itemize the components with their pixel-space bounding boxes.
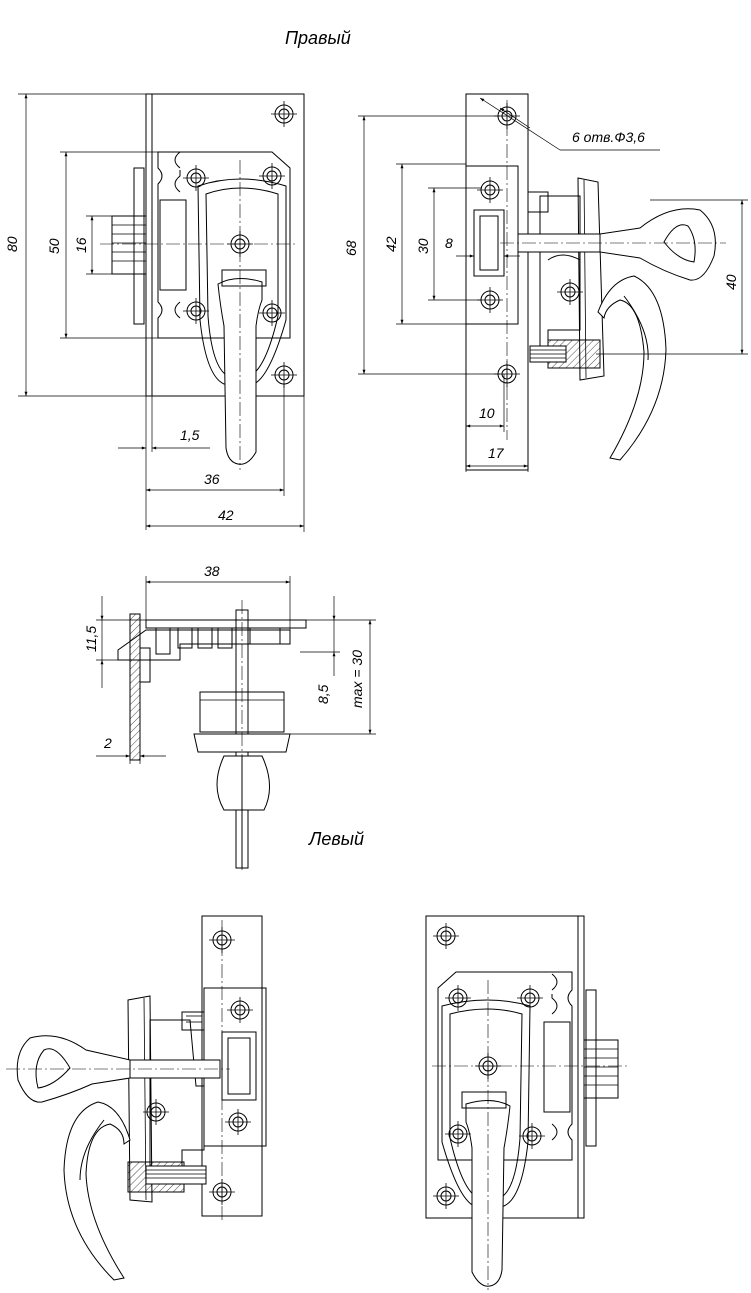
lever-arm	[597, 275, 667, 461]
handle-lever	[465, 1100, 511, 1287]
dim-8: 8	[445, 235, 453, 251]
side-rod	[133, 167, 145, 325]
dim-max-30: max = 30	[349, 650, 365, 708]
dim-40: 40	[723, 274, 739, 290]
dim-1-5: 1,5	[180, 427, 200, 443]
title-left: Левый	[308, 829, 364, 849]
side-rod	[585, 989, 597, 1147]
mount-hole	[270, 100, 298, 128]
dim-17: 17	[488, 445, 505, 461]
mount-hole	[432, 922, 460, 950]
dim-38: 38	[204, 563, 220, 579]
dim-2: 2	[103, 735, 112, 751]
mount-hole	[444, 984, 472, 1012]
latch-body	[437, 971, 573, 1161]
mount-hole	[516, 984, 544, 1012]
lever-arm	[63, 1101, 131, 1281]
mounting-strip	[465, 93, 529, 471]
key-handle	[599, 208, 716, 281]
dim-30: 30	[415, 238, 431, 254]
left-back-view	[6, 915, 267, 1281]
dim-16: 16	[73, 237, 89, 253]
dim-42-v: 42	[383, 236, 399, 252]
mount-hole	[224, 1108, 252, 1136]
mount-hole	[476, 176, 504, 204]
dim-42: 42	[218, 507, 234, 523]
dim-68: 68	[343, 240, 359, 256]
mount-hole	[226, 996, 254, 1024]
dim-8-5: 8,5	[315, 684, 331, 704]
dim-50: 50	[46, 238, 62, 254]
left-front-view	[425, 915, 628, 1290]
latch-body	[157, 151, 291, 339]
dim-80: 80	[4, 236, 20, 252]
right-back-view: 6 отв.Ф3,6 68 42 30 8 40 10 17	[343, 93, 748, 472]
side-view: 38 11,5 8,5 max = 30 2	[83, 563, 376, 870]
striker-slot	[473, 209, 505, 277]
striker-slot	[221, 1031, 257, 1101]
mount-hole	[432, 1182, 460, 1210]
mount-hole	[518, 1122, 546, 1150]
dim-10: 10	[479, 405, 495, 421]
dim-36: 36	[204, 471, 220, 487]
dim-11-5: 11,5	[83, 626, 99, 652]
dim-6-holes: 6 отв.Ф3,6	[572, 129, 645, 145]
mount-hole	[142, 1098, 170, 1126]
door-panel	[129, 613, 141, 761]
mount-hole	[182, 297, 210, 325]
mount-hole	[182, 164, 210, 192]
mount-hole	[258, 299, 286, 327]
handle-tip	[216, 755, 270, 811]
right-front-view: 80 50 16 1,5 36 42	[4, 93, 305, 532]
title-right: Правый	[285, 28, 351, 48]
